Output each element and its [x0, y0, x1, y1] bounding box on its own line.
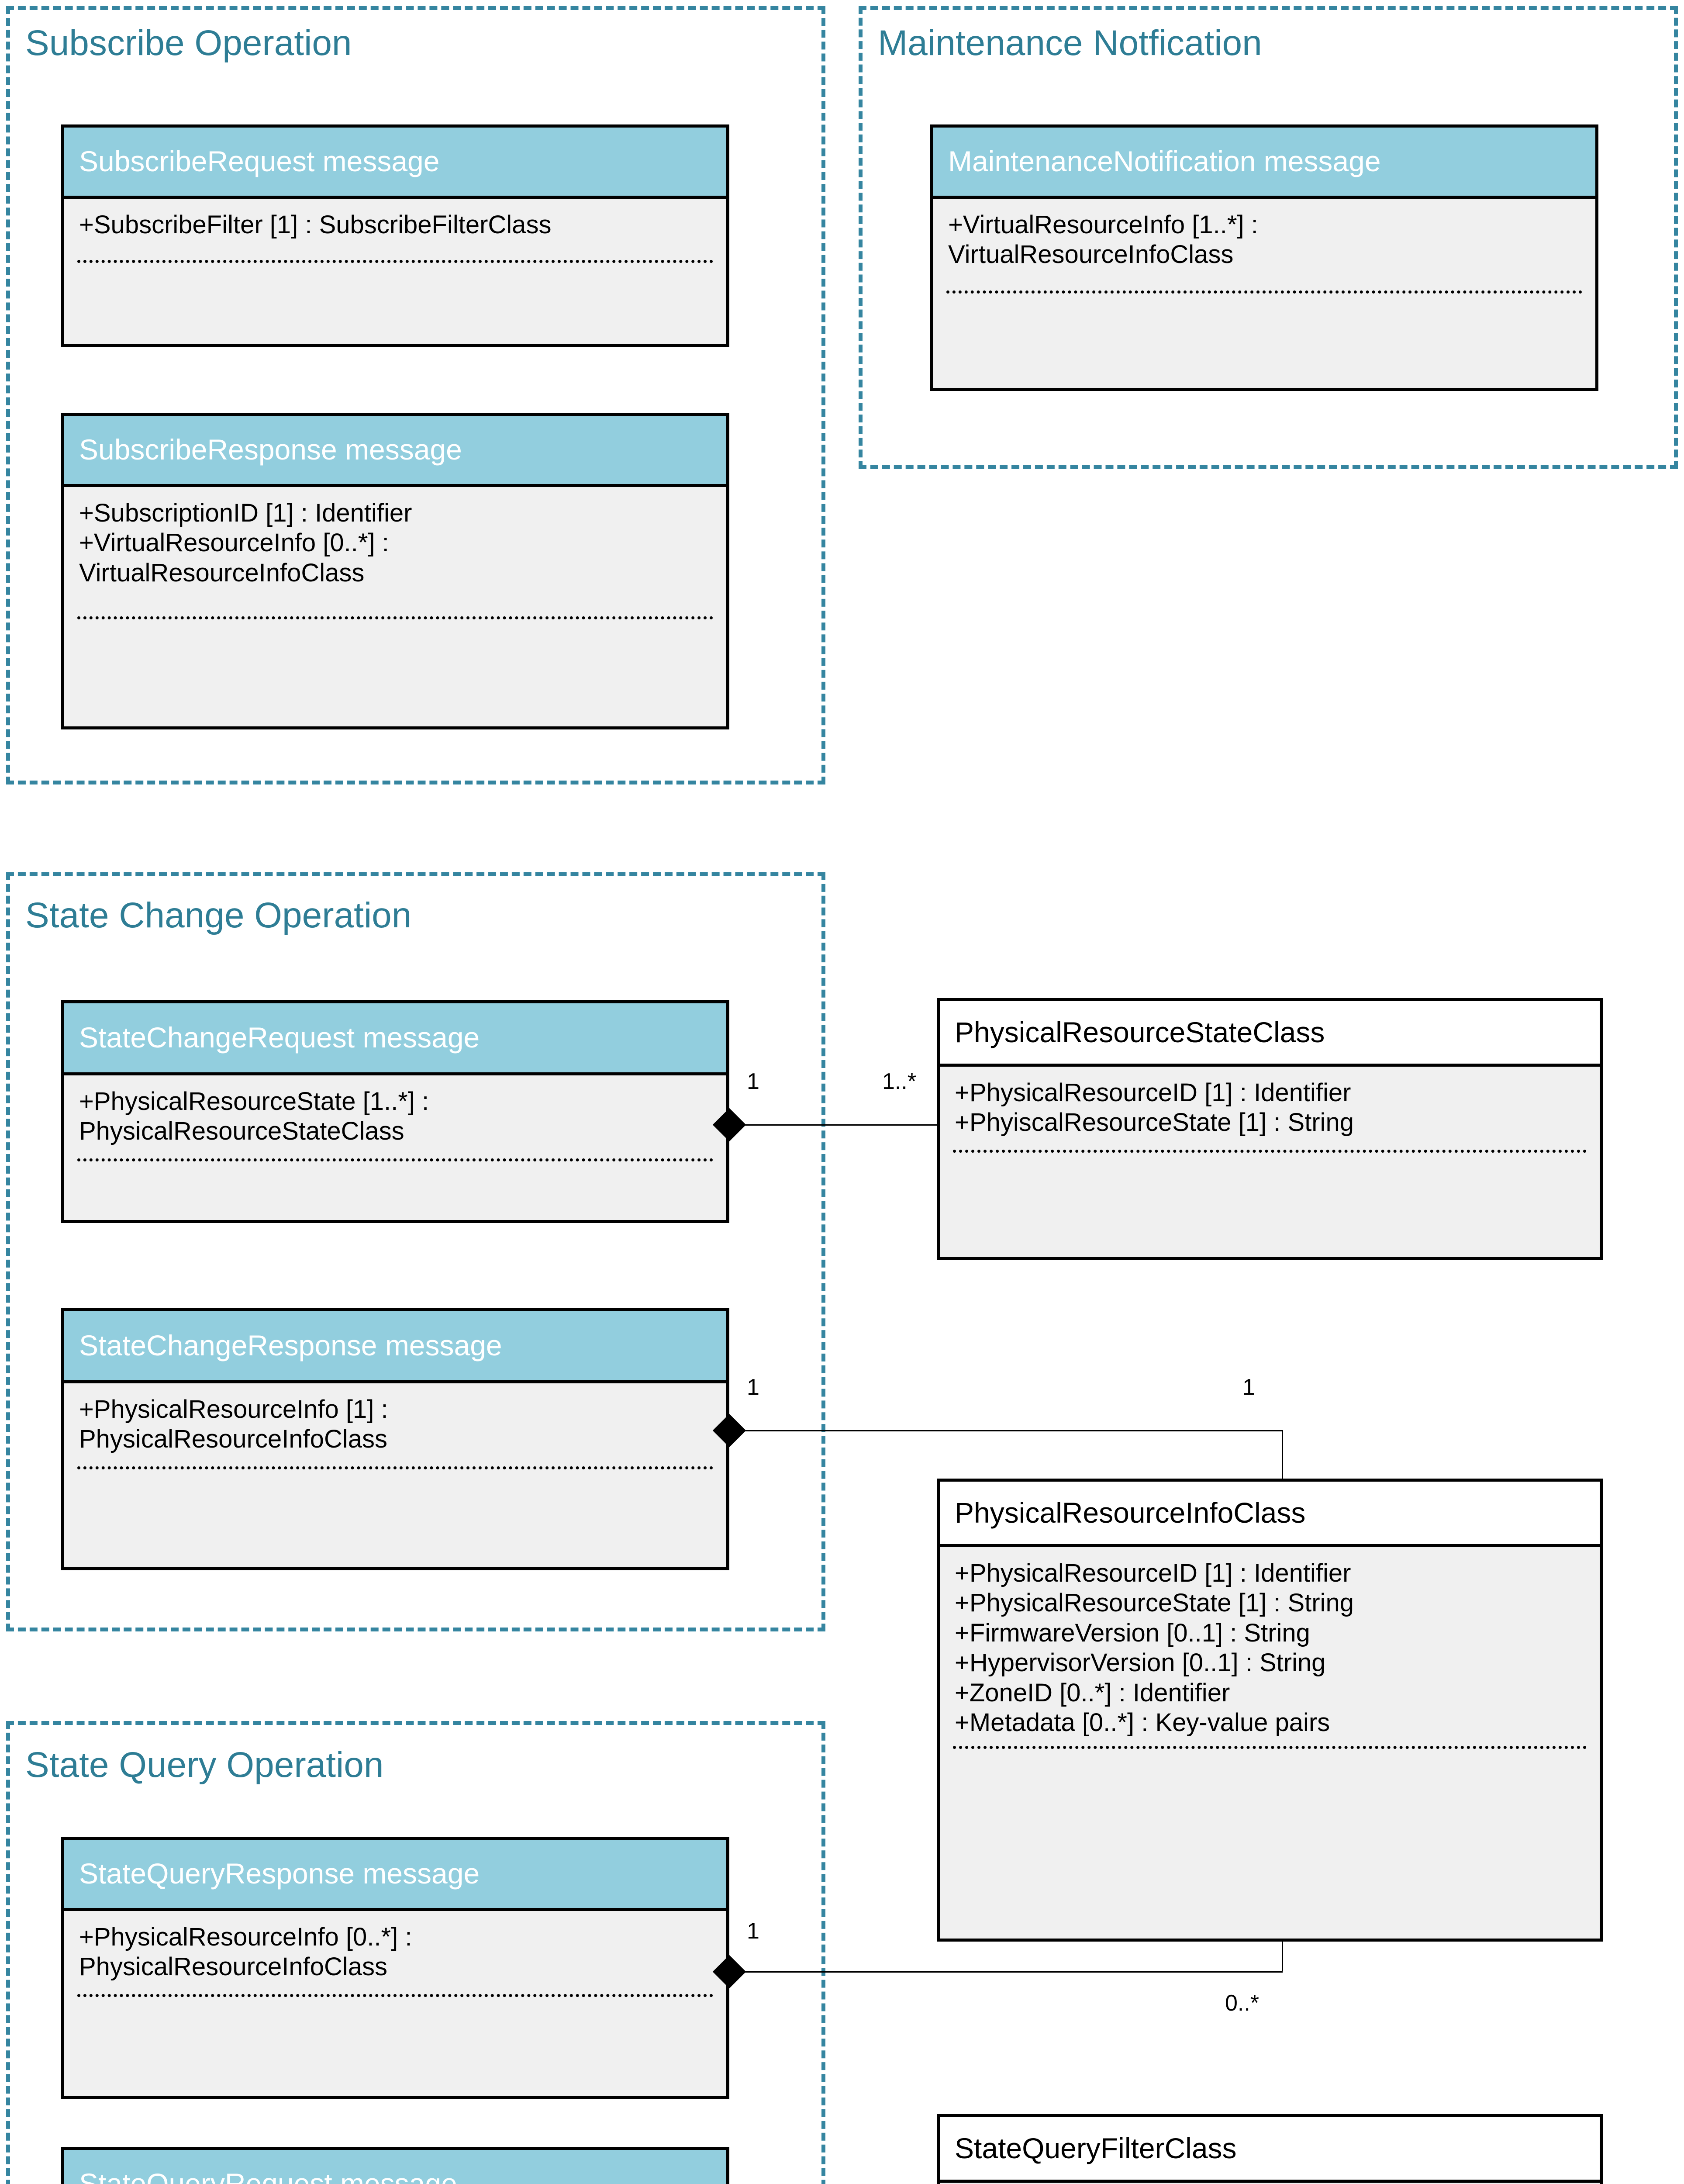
attribute-separator — [77, 1994, 713, 1997]
attribute-separator — [953, 1150, 1587, 1153]
box-header-state-query-response: StateQueryResponse message — [64, 1840, 726, 1911]
box-state-change-response[interactable]: StateChangeResponse message +PhysicalRes… — [61, 1308, 729, 1570]
attribute-row: +PhysicalResourceState [1..*] : Physical… — [79, 1087, 429, 1146]
box-physical-resource-info-class[interactable]: PhysicalResourceInfoClass +PhysicalResou… — [937, 1479, 1603, 1942]
box-subscribe-request[interactable]: SubscribeRequest message +SubscribeFilte… — [61, 124, 729, 347]
box-state-query-response[interactable]: StateQueryResponse message +PhysicalReso… — [61, 1837, 729, 2099]
package-title-state-query-operation: State Query Operation — [25, 1745, 384, 1785]
multiplicity-source-sqresp: 1 — [747, 1918, 759, 1944]
attribute-row: +PhysicalResourceID [1] : Identifier — [955, 1078, 1351, 1107]
attribute-row: +HypervisorVersion [0..1] : String — [955, 1648, 1326, 1677]
attribute-row: +SubscribeFilter [1] : SubscribeFilterCl… — [79, 211, 552, 239]
package-title-maintenance-notification: Maintenance Notfication — [878, 23, 1262, 63]
package-maintenance-notification — [859, 6, 1678, 469]
box-header-state-change-request: StateChangeRequest message — [64, 1003, 726, 1075]
box-body-maintenance-notification: +VirtualResourceInfo [1..*] : VirtualRes… — [933, 199, 1595, 388]
box-body-physical-resource-state-class: +PhysicalResourceID [1] : Identifier +Ph… — [940, 1067, 1600, 1257]
attribute-separator — [77, 616, 713, 619]
attribute-separator — [77, 1466, 713, 1469]
package-title-subscribe-operation: Subscribe Operation — [25, 23, 352, 63]
box-state-change-request[interactable]: StateChangeRequest message +PhysicalReso… — [61, 1000, 729, 1223]
association-line-sqresp-pric-vertical — [1282, 1941, 1283, 1971]
box-state-query-filter-class[interactable]: StateQueryFilterClass +PhysicalResourceI… — [937, 2114, 1603, 2184]
attribute-row: +PhyiscalResourceState [1] : String — [955, 1108, 1354, 1137]
attribute-separator — [953, 1746, 1587, 1749]
package-subscribe-operation — [6, 6, 825, 784]
attribute-row: +SubscriptionID [1] : Identifier — [79, 499, 412, 527]
multiplicity-target-pric-2: 0..* — [1225, 1990, 1260, 2016]
box-header-state-change-response: StateChangeResponse message — [64, 1311, 726, 1383]
package-title-state-change-operation: State Change Operation — [25, 895, 412, 935]
box-header-physical-resource-info-class: PhysicalResourceInfoClass — [940, 1482, 1600, 1547]
association-line-scresp-pric-vertical — [1282, 1430, 1283, 1479]
attribute-row: +VirtualResourceInfo [1..*] : VirtualRes… — [948, 211, 1258, 269]
box-header-subscribe-request: SubscribeRequest message — [64, 128, 726, 199]
box-header-state-query-filter-class: StateQueryFilterClass — [940, 2117, 1600, 2183]
multiplicity-target-prsc: 1..* — [882, 1069, 917, 1094]
association-line-scresp-pric-horizontal — [741, 1430, 1283, 1431]
box-header-physical-resource-state-class: PhysicalResourceStateClass — [940, 1001, 1600, 1067]
box-body-physical-resource-info-class: +PhysicalResourceID [1] : Identifier +Ph… — [940, 1547, 1600, 1939]
box-header-state-query-request: StateQueryRequest message — [64, 2150, 726, 2184]
box-header-subscribe-response: SubscribeResponse message — [64, 416, 726, 487]
box-physical-resource-state-class[interactable]: PhysicalResourceStateClass +PhysicalReso… — [937, 998, 1603, 1260]
package-state-change-operation — [6, 872, 825, 1631]
box-body-state-change-response: +PhysicalResourceInfo [1] : PhysicalReso… — [64, 1383, 726, 1567]
multiplicity-target-pric-1: 1 — [1242, 1375, 1255, 1400]
box-header-maintenance-notification: MaintenanceNotification message — [933, 128, 1595, 199]
attribute-row: +PhysicalResourceID [1] : Identifier — [955, 1559, 1351, 1587]
attribute-row: +PhysicalResourceState [1] : String — [955, 1589, 1354, 1617]
attribute-separator — [946, 290, 1582, 294]
multiplicity-source-scresp: 1 — [747, 1375, 759, 1400]
attribute-row: +ZoneID [0..*] : Identifier — [955, 1678, 1230, 1707]
package-state-query-operation — [6, 1721, 825, 2184]
box-maintenance-notification[interactable]: MaintenanceNotification message +Virtual… — [930, 124, 1598, 391]
association-line-sqresp-pric-horizontal — [741, 1971, 1283, 1973]
attribute-row: +PhysicalResourceInfo [0..*] : PhysicalR… — [79, 1923, 412, 1981]
association-line-scr-prsc — [741, 1124, 938, 1126]
attribute-row: +Metadata [0..*] : Key-value pairs — [955, 1708, 1330, 1737]
box-body-subscribe-request: +SubscribeFilter [1] : SubscribeFilterCl… — [64, 199, 726, 344]
box-body-state-query-response: +PhysicalResourceInfo [0..*] : PhysicalR… — [64, 1911, 726, 2096]
attribute-row: +VirtualResourceInfo [0..*] : VirtualRes… — [79, 529, 389, 587]
attribute-row: +FirmwareVersion [0..1] : String — [955, 1618, 1310, 1647]
box-body-state-query-filter-class: +PhysicalResourceID [0..*] : Identifier … — [940, 2183, 1600, 2184]
multiplicity-source-scr: 1 — [747, 1069, 759, 1094]
attribute-row: +PhysicalResourceInfo [1] : PhysicalReso… — [79, 1395, 388, 1454]
box-body-state-change-request: +PhysicalResourceState [1..*] : Physical… — [64, 1075, 726, 1220]
box-state-query-request[interactable]: StateQueryRequest message StateQueryFilt… — [61, 2147, 729, 2184]
box-body-subscribe-response: +SubscriptionID [1] : Identifier +Virtua… — [64, 487, 726, 726]
box-subscribe-response[interactable]: SubscribeResponse message +SubscriptionI… — [61, 413, 729, 729]
attribute-separator — [77, 260, 713, 263]
attribute-separator — [77, 1158, 713, 1161]
